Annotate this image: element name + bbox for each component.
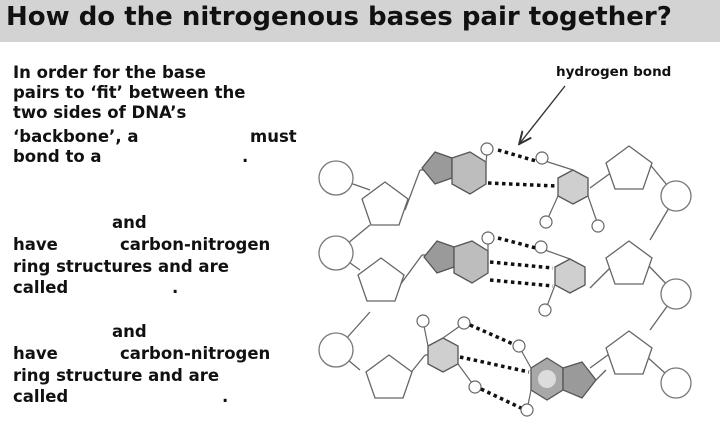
left-phosphates xyxy=(318,160,354,368)
paragraph2-line1: and xyxy=(112,213,147,232)
paragraph3-line2b: carbon-nitrogen xyxy=(120,344,271,363)
purine-hexagon xyxy=(451,151,487,195)
paragraph1-line4a: ‘backbone’, a xyxy=(13,127,139,146)
paragraph3-line3: ring structure and are xyxy=(13,366,220,385)
base-pair-row-2 xyxy=(422,231,586,317)
paragraph2-line3: ring structures and are xyxy=(13,257,229,276)
atom-circle xyxy=(512,339,526,353)
paragraph3-line4b: . xyxy=(222,387,229,406)
purine-highlight xyxy=(538,370,556,388)
paragraph2-line2a: have xyxy=(13,235,58,254)
atom-circle xyxy=(416,314,430,328)
atom-circle xyxy=(538,303,552,317)
paragraph1-line4b: must xyxy=(250,127,297,146)
hydrogen-bond-dots xyxy=(487,181,557,188)
pyrimidine-hexagon xyxy=(427,337,459,373)
phosphate-circle xyxy=(318,160,354,196)
pyrimidine-hexagon xyxy=(557,169,589,205)
atom-circle xyxy=(539,215,553,229)
pyrimidine-hexagon xyxy=(554,258,586,294)
paragraph3-line2a: have xyxy=(13,344,58,363)
left-sugars xyxy=(357,181,413,399)
hydrogen-bond-dots xyxy=(489,260,554,270)
atom-circle xyxy=(468,380,482,394)
paragraph3-line4a: called xyxy=(13,387,69,406)
atom-circle xyxy=(535,151,549,165)
atom-circle xyxy=(480,142,494,156)
sugar-pentagon xyxy=(605,330,653,375)
phosphate-circle xyxy=(318,235,354,271)
paragraph2-line4b: . xyxy=(172,278,179,297)
paragraph1-line2: pairs to ‘fit’ between the xyxy=(13,83,246,102)
page-title: How do the nitrogenous bases pair togeth… xyxy=(6,2,672,32)
hydrogen-bond-dots xyxy=(480,387,522,410)
sugar-pentagon xyxy=(365,354,413,399)
paragraph2-line2b: carbon-nitrogen xyxy=(120,235,271,254)
hydrogen-bond-dots xyxy=(497,236,537,250)
hydrogen-bond-dots xyxy=(469,323,514,346)
phosphate-circle xyxy=(660,180,692,212)
right-sugars xyxy=(605,145,653,375)
sugar-pentagon xyxy=(605,145,653,190)
hydrogen-bond-label: hydrogen bond xyxy=(556,64,672,80)
atom-circle xyxy=(591,219,605,233)
hydrogen-bond-arrow xyxy=(520,85,566,143)
right-phosphates xyxy=(660,180,692,399)
purine-pentagon xyxy=(562,361,597,399)
phosphate-circle xyxy=(318,332,354,368)
atom-circle xyxy=(520,403,534,417)
sugar-pentagon xyxy=(361,181,409,226)
purine-pentagon xyxy=(423,240,455,274)
hydrogen-bond-dots xyxy=(489,278,554,288)
paragraph2-line4a: called xyxy=(13,278,69,297)
purine-hexagon xyxy=(453,240,489,284)
paragraph1-line5b: . xyxy=(242,147,249,166)
paragraph3-line1: and xyxy=(112,322,147,341)
atom-circle xyxy=(481,231,495,245)
sugar-pentagon xyxy=(357,257,405,302)
title-bar xyxy=(0,0,720,42)
phosphate-circle xyxy=(660,278,692,310)
purine-pentagon xyxy=(421,151,453,185)
base-pair-row-1 xyxy=(420,142,605,233)
atom-circle xyxy=(457,316,471,330)
paragraph1-line1: In order for the base xyxy=(13,63,206,82)
atom-circle xyxy=(534,240,548,254)
sugar-pentagon xyxy=(605,240,653,285)
base-pair-row-3 xyxy=(416,314,607,417)
paragraph1-line5a: bond to a xyxy=(13,147,102,166)
paragraph1-line3: two sides of DNA’s xyxy=(13,103,187,122)
hydrogen-bond-dots xyxy=(459,355,530,374)
phosphate-circle xyxy=(660,367,692,399)
hydrogen-bond-dots xyxy=(497,148,537,163)
